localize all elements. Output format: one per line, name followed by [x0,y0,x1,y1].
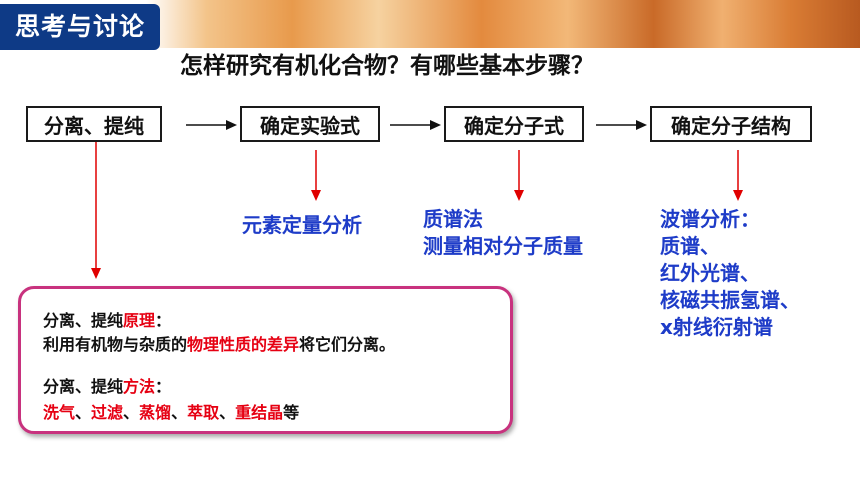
method-item: 洗气 [43,403,76,422]
arrow-down-icon [733,150,743,201]
method-sep: 、 [123,403,140,422]
method-key: 方法 [123,377,156,396]
method-suffix: ： [155,377,172,396]
method-item: 过滤 [91,403,124,422]
method-item: 蒸馏 [139,403,172,422]
principle-suffix: ： [155,311,172,330]
method-heading: 分离、提纯方法： [43,373,171,397]
principle-description: 利用有机物与杂质的物理性质的差异将它们分离。 [43,331,395,355]
method-end: 等 [283,403,300,422]
principle-key: 原理 [123,311,156,330]
method-sep: 、 [75,403,92,422]
empirical-method: 元素定量分析 [242,213,362,237]
separation-info-box: 分离、提纯原理： 利用有机物与杂质的物理性质的差异将它们分离。 分离、提纯方法：… [18,286,513,434]
section-badge: 思考与讨论 [0,4,160,50]
structure-method: 波谱分析： 质谱、 红外光谱、 核磁共振氢谱、 x射线衍射谱 [660,206,800,341]
arrow-right-icon [186,120,237,130]
formula-method-line: 测量相对分子质量 [423,234,583,258]
principle-desc-b: 将它们分离。 [299,335,396,354]
question-title: 怎样研究有机化合物？有哪些基本步骤？ [180,53,594,79]
step-separation: 分离、提纯 [26,106,162,142]
method-item: 萃取 [187,403,220,422]
arrow-down-icon [311,150,321,201]
arrow-down-icon [514,150,524,201]
arrow-right-icon [390,120,441,130]
principle-desc-a: 利用有机物与杂质的 [43,335,188,354]
structure-method-line: 核磁共振氢谱、 [660,288,800,312]
method-list: 洗气、过滤、蒸馏、萃取、重结晶等 [43,399,299,423]
structure-method-line: 波谱分析： [660,207,760,231]
method-sep: 、 [219,403,236,422]
step-molecular-structure: 确定分子结构 [650,106,812,142]
step-empirical-formula: 确定实验式 [240,106,380,142]
structure-method-line: x射线衍射谱 [660,315,773,339]
arrow-down-icon [91,142,101,279]
structure-method-line: 红外光谱、 [660,261,760,285]
method-sep: 、 [171,403,188,422]
step-molecular-formula: 确定分子式 [444,106,584,142]
principle-prefix: 分离、提纯 [43,311,124,330]
principle-heading: 分离、提纯原理： [43,307,171,331]
method-prefix: 分离、提纯 [43,377,124,396]
formula-method: 质谱法 测量相对分子质量 [423,206,583,260]
method-item: 重结晶 [235,403,284,422]
structure-method-line: 质谱、 [660,234,720,258]
principle-desc-key: 物理性质的差异 [187,335,300,354]
formula-method-line: 质谱法 [423,207,483,231]
arrow-right-icon [596,120,647,130]
